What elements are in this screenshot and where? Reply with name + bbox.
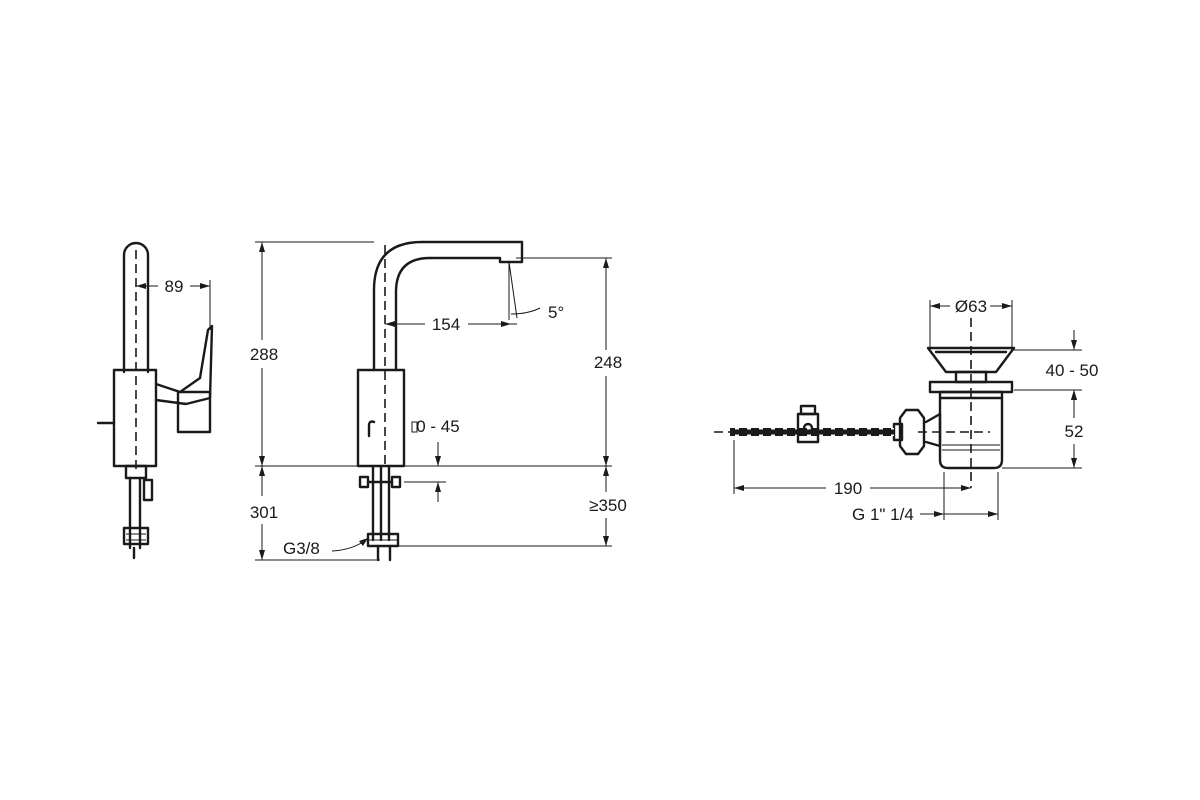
dim-spout-reach: 154 — [385, 315, 517, 334]
label-spout-height: 248 — [594, 353, 622, 372]
label-min-clearance: ≥350 — [589, 496, 627, 515]
dim-side-spout-offset: 89 — [136, 277, 211, 330]
dim-rod-length: 190 — [733, 440, 971, 498]
label-drain-thread: G 1" 1/4 — [852, 505, 914, 524]
drain-rod — [730, 428, 894, 436]
label-deck-thickness: 0 - 45 — [416, 417, 459, 436]
dim-drain-body: 52 — [1002, 390, 1084, 469]
label-total-height: 288 — [250, 345, 278, 364]
dim-drain-adjust: 40 - 50 — [1014, 330, 1098, 410]
dim-drain-diameter: Ø63 — [929, 297, 1013, 348]
label-hose-length: 301 — [250, 503, 278, 522]
label-drain-body: 52 — [1065, 422, 1084, 441]
dim-deck-thickness: 0 - 45 — [404, 417, 460, 502]
dim-spout-height: 248 — [516, 257, 622, 466]
faucet-side-view — [96, 241, 214, 560]
label-spout-reach: 154 — [432, 315, 460, 334]
drain-assembly — [714, 318, 1016, 488]
dim-hose-length: 301 — [250, 466, 380, 561]
label-side-spout-offset: 89 — [165, 277, 184, 296]
label-drain-diameter: Ø63 — [955, 297, 987, 316]
dim-min-clearance: ≥350 — [398, 466, 627, 547]
label-drain-adjust: 40 - 50 — [1046, 361, 1099, 380]
dim-total-height: 288 — [250, 241, 374, 466]
faucet-front-view — [356, 240, 524, 562]
label-spout-angle: 5° — [548, 303, 564, 322]
label-connection-thread: G3/8 — [283, 539, 320, 558]
dim-drain-thread: G 1" 1/4 — [852, 472, 999, 524]
label-rod-length: 190 — [834, 479, 862, 498]
dim-spout-angle: 5° — [510, 303, 564, 322]
dim-connection-thread: G3/8 — [283, 538, 368, 558]
